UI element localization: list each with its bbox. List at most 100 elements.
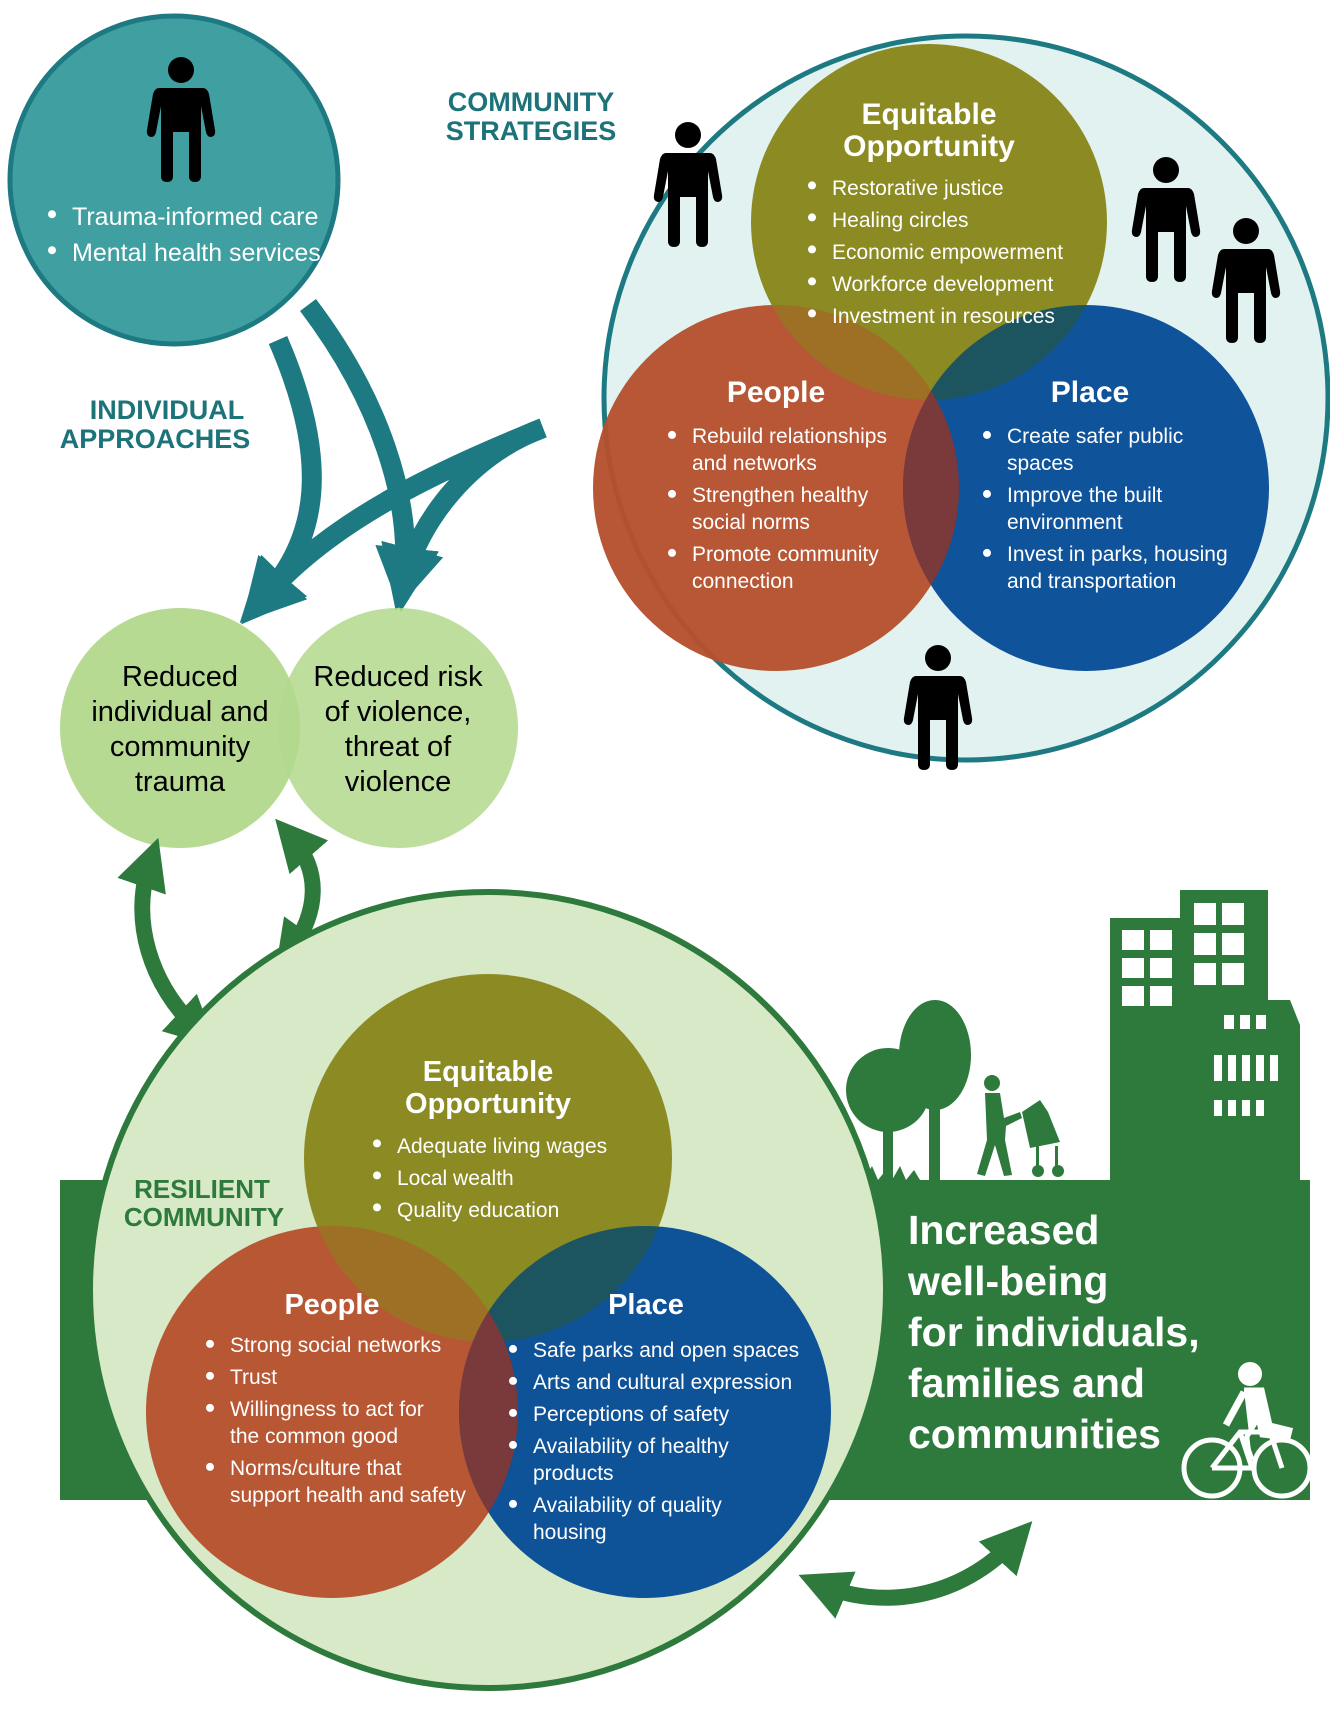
bullet-icon <box>808 245 816 254</box>
bullet-icon <box>206 1403 214 1412</box>
list-item: and networks <box>692 452 817 475</box>
resilient-community-heading-2: COMMUNITY <box>124 1202 284 1232</box>
bullet-icon <box>808 181 816 190</box>
list-item: Availability of healthy <box>533 1435 729 1458</box>
bullet-icon <box>983 430 991 439</box>
bullet-icon <box>48 246 56 255</box>
list-item: Restorative justice <box>832 177 1004 200</box>
rc-people-title: People <box>284 1289 379 1321</box>
text-line: threat of <box>345 731 452 763</box>
individual-circle <box>7 13 341 347</box>
list-item: Local wealth <box>397 1167 514 1190</box>
community-strategies: Equitable Opportunity People Place Resto… <box>446 33 1330 770</box>
text-line: Reduced <box>122 661 238 693</box>
list-item: Rebuild relationships <box>692 425 887 448</box>
list-item: Strengthen healthy <box>692 484 869 507</box>
bullet-icon <box>509 1376 517 1385</box>
list-item: Strong social networks <box>230 1334 441 1357</box>
cs-people-title: People <box>727 376 825 409</box>
list-item: Perceptions of safety <box>533 1403 730 1426</box>
list-item: Arts and cultural expression <box>533 1371 792 1394</box>
building-icon <box>1110 890 1300 1180</box>
cs-opportunity-circle <box>751 44 1107 400</box>
list-item: Willingness to act for <box>230 1398 424 1421</box>
bullet-icon <box>206 1462 214 1471</box>
bullet-icon <box>206 1371 214 1380</box>
list-item: Improve the built <box>1007 484 1162 507</box>
list-item: Promote community <box>692 543 879 566</box>
resilient-community-heading-1: RESILIENT <box>134 1174 270 1204</box>
list-item: Mental health services <box>72 239 321 267</box>
list-item: Safe parks and open spaces <box>533 1339 799 1362</box>
list-item: Workforce development <box>832 273 1054 296</box>
bullet-icon <box>808 213 816 222</box>
text-line: Reduced risk <box>313 661 483 693</box>
list-item: the common good <box>230 1425 398 1448</box>
list-item: Trauma-informed care <box>72 203 318 231</box>
rc-opportunity-title-1: Equitable <box>423 1056 554 1088</box>
individual-heading-1: INDIVIDUAL <box>90 395 245 425</box>
bullet-icon <box>668 548 676 557</box>
community-strategies-heading-2: STRATEGIES <box>446 116 617 146</box>
list-item: environment <box>1007 511 1123 534</box>
text-line: violence <box>345 766 451 798</box>
list-item: Invest in parks, housing <box>1007 543 1228 566</box>
bullet-icon <box>509 1499 517 1508</box>
list-item: connection <box>692 570 794 593</box>
double-arrow-icon <box>798 1521 1033 1619</box>
wellbeing-line: families and <box>908 1360 1145 1406</box>
list-item: Quality education <box>397 1199 559 1222</box>
cs-place-circle <box>903 305 1269 671</box>
list-item: social norms <box>692 511 810 534</box>
stroller-walker-icon <box>977 1075 1064 1177</box>
bullet-icon <box>509 1408 517 1417</box>
bullet-icon <box>509 1440 517 1449</box>
list-item: Norms/culture that <box>230 1457 402 1480</box>
resilient-community: Equitable Opportunity People Place Adequ… <box>87 889 889 1691</box>
bullet-icon <box>668 430 676 439</box>
bullet-icon <box>373 1139 381 1148</box>
bullet-icon <box>48 210 56 219</box>
list-item: support health and safety <box>230 1484 466 1507</box>
list-item: Economic empowerment <box>832 241 1063 264</box>
cs-opportunity-title-2: Opportunity <box>843 130 1015 163</box>
list-item: Investment in resources <box>832 305 1055 328</box>
cs-opportunity-title-1: Equitable <box>861 98 996 131</box>
bullet-icon <box>373 1203 381 1212</box>
text-line: of violence, <box>325 696 472 728</box>
text-line: individual and <box>91 696 268 728</box>
text-line: trauma <box>135 766 226 798</box>
list-item: Healing circles <box>832 209 969 232</box>
bullet-icon <box>983 548 991 557</box>
bullet-icon <box>808 309 816 318</box>
list-item: housing <box>533 1521 607 1544</box>
violence-outcome-circle <box>278 608 518 848</box>
list-item: Trust <box>230 1366 277 1389</box>
rc-opportunity-title-2: Opportunity <box>405 1088 571 1120</box>
list-item: and transportation <box>1007 570 1176 593</box>
bullet-icon <box>509 1344 517 1353</box>
wellbeing-line: Increased <box>908 1207 1099 1253</box>
cs-place-title: Place <box>1051 376 1129 409</box>
wellbeing-line: well-being <box>907 1258 1108 1304</box>
bullet-icon <box>206 1339 214 1348</box>
list-item: Adequate living wages <box>397 1135 607 1158</box>
cs-people-list: Rebuild relationships and networksStrengt… <box>668 425 887 593</box>
arrow-icon <box>381 418 547 611</box>
list-item: spaces <box>1007 452 1074 475</box>
list-item: Availability of quality <box>533 1494 722 1517</box>
bullet-icon <box>373 1171 381 1180</box>
list-item: products <box>533 1462 614 1485</box>
